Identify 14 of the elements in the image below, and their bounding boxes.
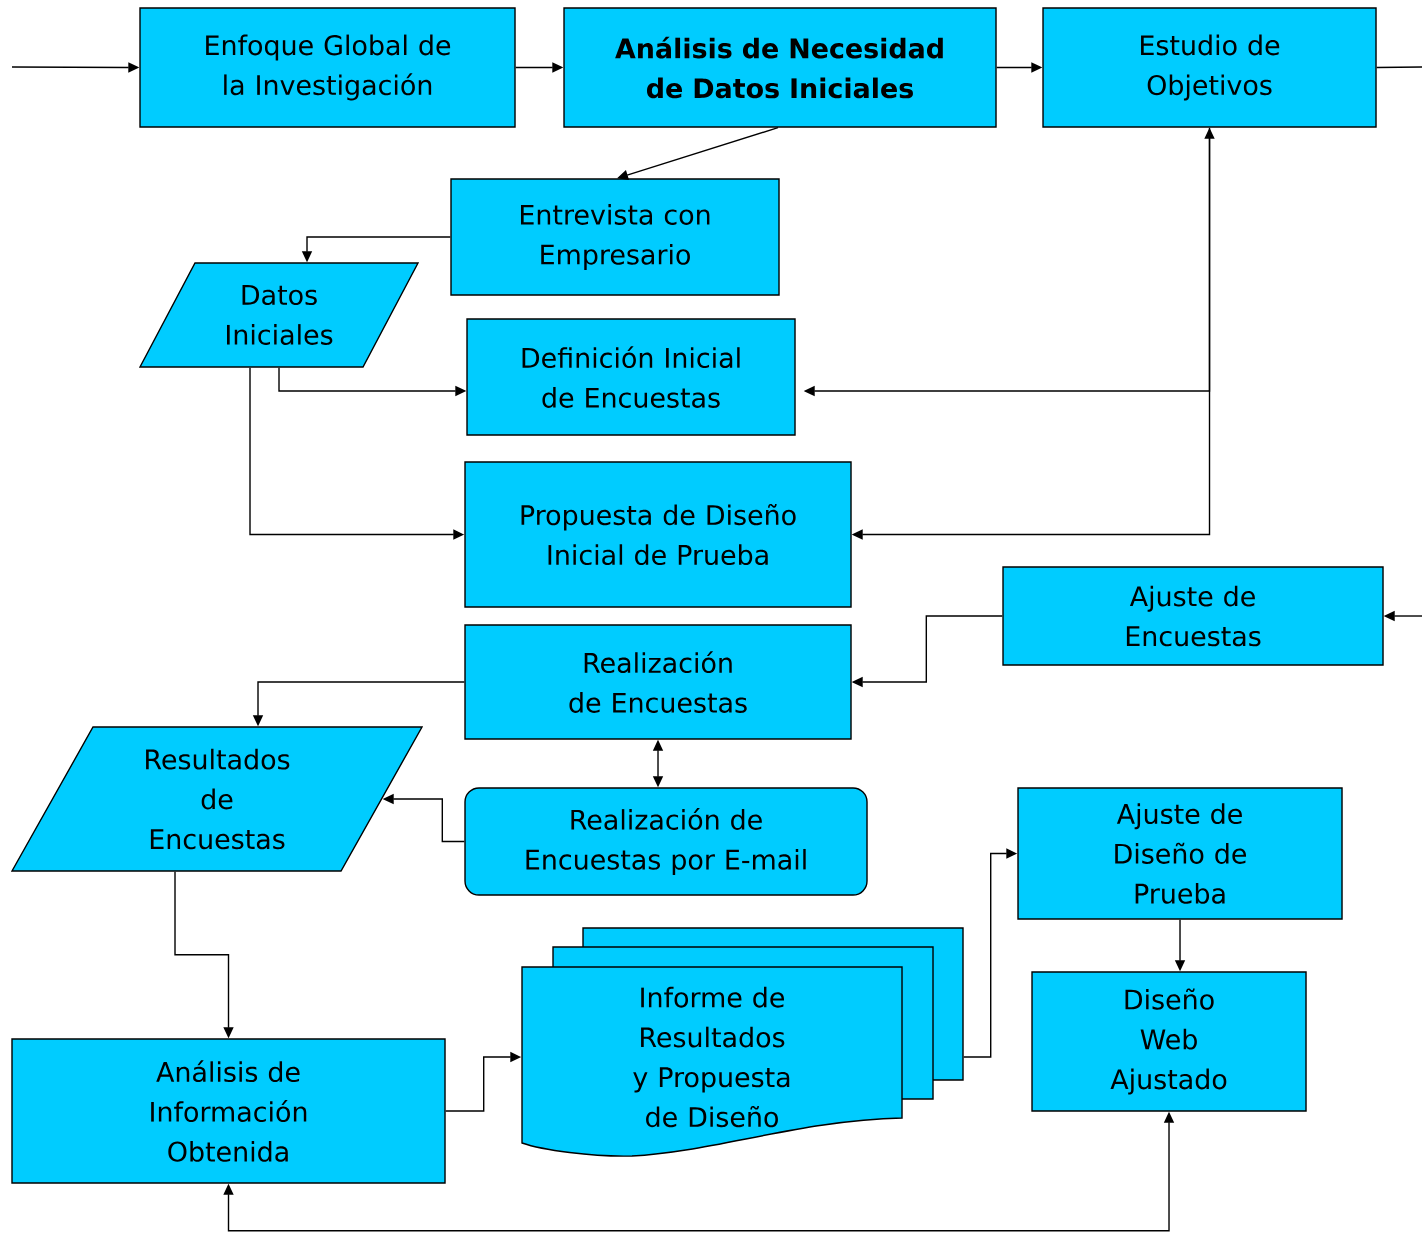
process-box: Definición Inicial de Encuestas xyxy=(466,318,796,436)
process-box: Diseño Web Ajustado xyxy=(1031,971,1307,1112)
process-box: Propuesta de Diseño Inicial de Prueba xyxy=(464,461,852,608)
process-box: Estudio de Objetivos xyxy=(1042,7,1377,128)
process-box: Ajuste de Encuestas xyxy=(1002,566,1384,666)
document-stack: Informe de Resultados y Propuesta de Diseño xyxy=(521,927,964,1157)
process-box: Ajuste de Diseño de Prueba xyxy=(1017,787,1343,920)
rounded-box: Realización de Encuestas por E-mail xyxy=(464,787,868,896)
arrow xyxy=(617,127,779,180)
process-box: Realización de Encuestas xyxy=(464,624,852,740)
process-box: Análisis de Necesidad de Datos Iniciales xyxy=(563,7,997,128)
process-box: Entrevista con Empresario xyxy=(450,178,780,296)
process-box: Análisis de Información Obtenida xyxy=(11,1038,446,1184)
process-box: Enfoque Global de la Investigación xyxy=(139,7,516,128)
